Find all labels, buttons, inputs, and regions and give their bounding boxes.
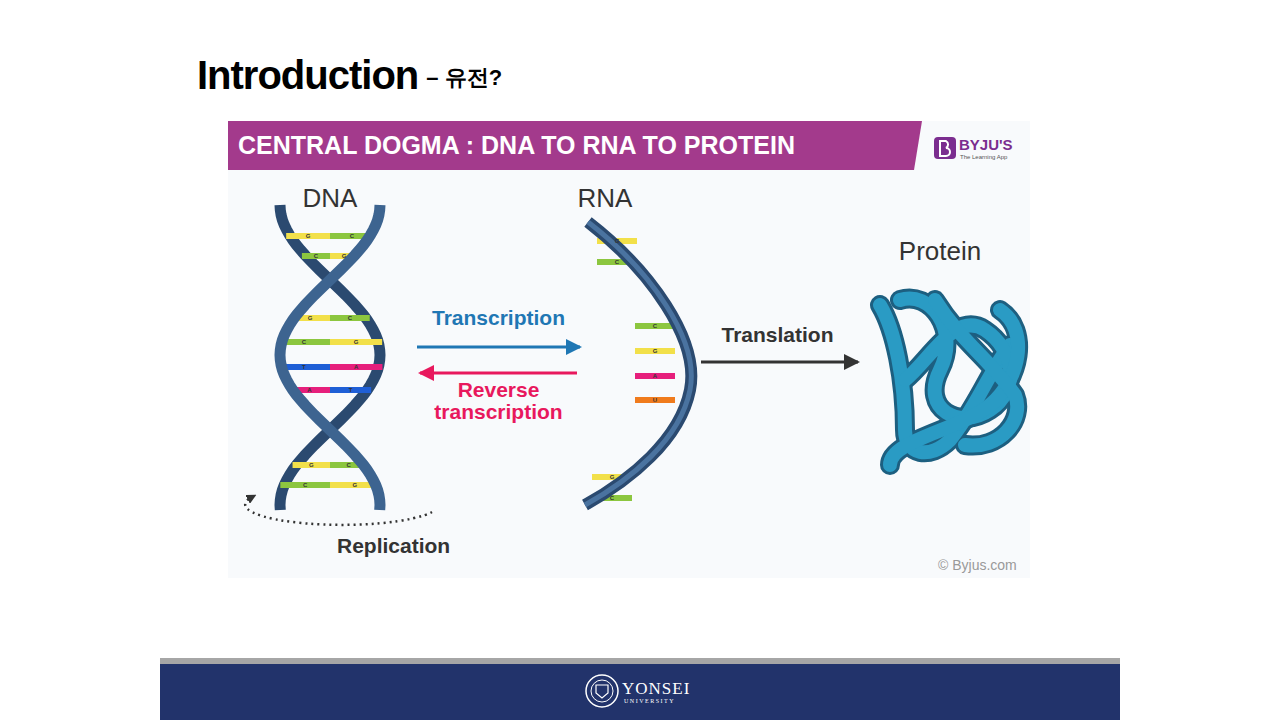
banner-text: CENTRAL DOGMA : DNA TO RNA TO PROTEIN — [238, 133, 795, 158]
base-bar — [293, 462, 330, 468]
footer-rule — [160, 658, 1120, 664]
rna-strand — [585, 222, 691, 505]
base-letter: T — [302, 364, 306, 370]
figure-node: DNA — [248, 183, 412, 515]
node-heading: DNA — [303, 185, 358, 211]
node-heading: RNA — [578, 185, 633, 211]
base-letter: C — [314, 253, 318, 259]
base-letter: A — [307, 387, 311, 393]
base-bar — [635, 348, 675, 354]
base-bar — [330, 387, 371, 393]
figure-node: Protein — [862, 238, 1030, 473]
title-suffix: – 유전? — [426, 67, 502, 89]
base-letter: C — [615, 259, 619, 265]
edge-label: Translation — [721, 324, 833, 346]
base-bar — [286, 233, 330, 239]
byjus-logo-mark — [934, 137, 956, 159]
flow-arrow — [417, 346, 580, 349]
process-label: Replication — [337, 535, 450, 556]
base-bar — [330, 364, 382, 370]
dna-strand — [280, 205, 380, 510]
base-bar — [302, 253, 330, 259]
base-letter: C — [610, 495, 614, 501]
base-letter: C — [350, 233, 354, 239]
base-letter: C — [653, 323, 657, 329]
base-bar — [635, 397, 675, 403]
base-letter: U — [653, 397, 657, 403]
logo-tagline: UNIVERSITY — [624, 698, 675, 704]
dna-helix — [278, 205, 383, 510]
base-letter: C — [348, 315, 352, 321]
dna-strand — [280, 205, 380, 510]
base-letter: T — [349, 387, 353, 393]
base-letter: G — [610, 474, 615, 480]
base-letter: C — [347, 462, 351, 468]
base-letter: G — [354, 339, 359, 345]
figure-node: RNA — [585, 183, 697, 515]
edge-label: Reverse transcription — [419, 379, 579, 423]
logo-text: BYJU'S — [959, 137, 1013, 152]
flow-arrow — [701, 361, 858, 364]
base-bar — [330, 339, 382, 345]
base-letter: C — [303, 482, 307, 488]
image-ground — [228, 121, 1030, 578]
byjus-logo-glyph — [940, 141, 950, 156]
replication-loop — [245, 497, 432, 525]
slide-title: Introduction — [197, 55, 418, 95]
banner — [228, 121, 922, 170]
base-letter: A — [653, 373, 657, 379]
base-bar — [635, 373, 675, 379]
protein-figure — [880, 298, 1018, 465]
logo-text: YONSEI — [622, 680, 690, 697]
base-letter: G — [653, 348, 658, 354]
base-letter: G — [306, 233, 311, 239]
base-bar — [635, 323, 675, 329]
base-letter: G — [353, 482, 358, 488]
rna-backbone — [585, 222, 691, 505]
base-letter: G — [309, 462, 314, 468]
flow-arrow — [420, 372, 577, 375]
copyright: © Byjus.com — [938, 558, 1017, 572]
footer-bar — [160, 664, 1120, 720]
base-letter: G — [342, 253, 347, 259]
yonsei-emblem — [586, 675, 618, 707]
edge-label: Transcription — [432, 307, 565, 329]
base-letter: A — [354, 364, 358, 370]
base-bar — [330, 315, 370, 321]
logo-tagline: The Learning App — [960, 154, 1007, 160]
node-heading: Protein — [899, 238, 981, 264]
base-letter: C — [302, 339, 306, 345]
base-bar — [280, 482, 330, 488]
base-letter: G — [615, 238, 620, 244]
base-letter: G — [308, 315, 313, 321]
rna-backbone-shine — [585, 222, 691, 505]
